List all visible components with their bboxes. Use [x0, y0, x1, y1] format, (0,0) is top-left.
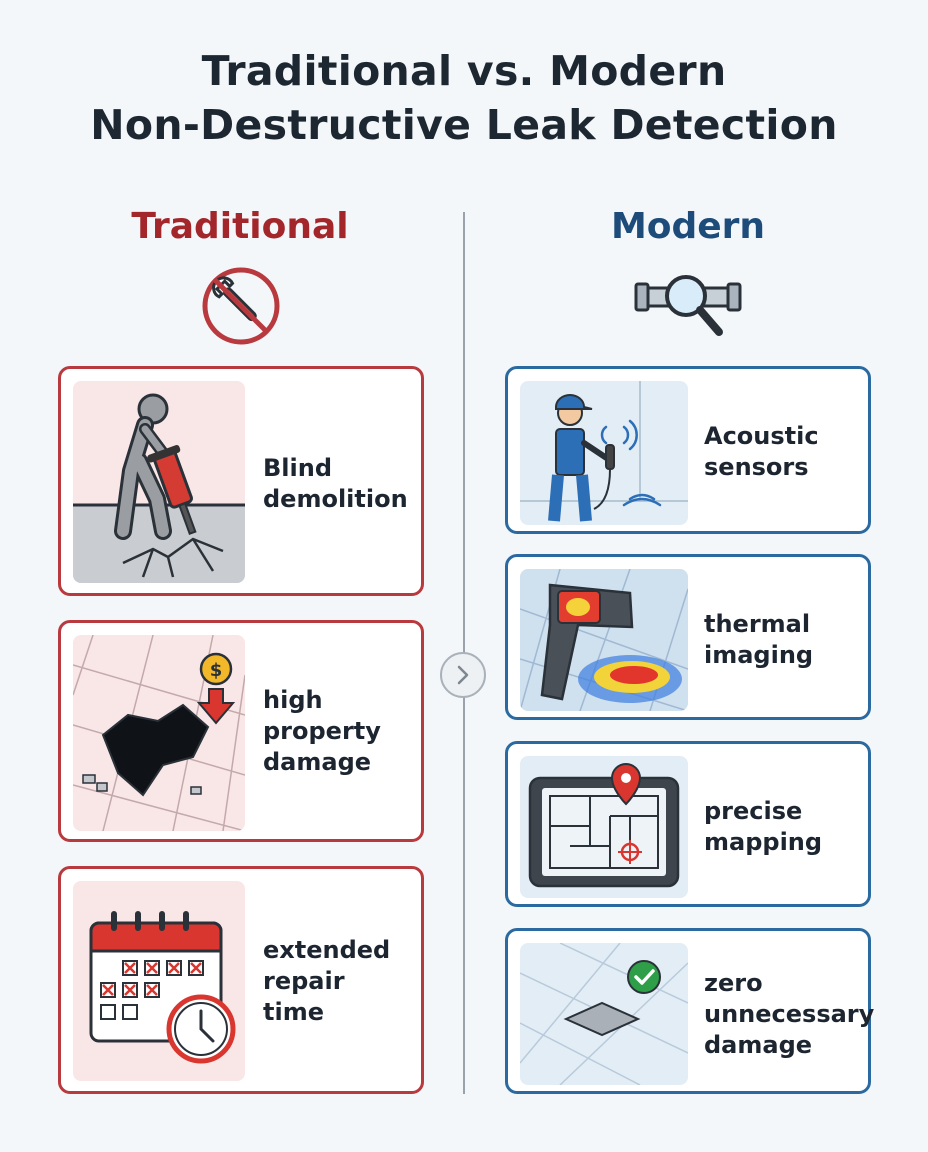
traditional-card-repair-time: extended repair time [58, 866, 424, 1094]
page-title: Traditional vs. Modern Non-Destructive L… [0, 44, 928, 152]
traditional-item-3-label: extended repair time [263, 936, 391, 1026]
modern-card-acoustic-sensors: Acoustic sensors [505, 366, 871, 534]
traditional-heading: Traditional [131, 206, 349, 247]
modern-card-zero-damage: zero unnecessary damage [505, 928, 875, 1094]
modern-heading: Modern [610, 206, 766, 247]
thermal-camera-icon [520, 569, 688, 711]
modern-card-thermal-imaging: thermal imaging [505, 554, 871, 720]
modern-item-1-label: Acoustic sensors [704, 422, 819, 481]
modern-item-3-label: precise mapping [704, 797, 823, 856]
jackhammer-worker-icon [73, 381, 245, 583]
traditional-card-blind-demolition: Blind demolition [58, 366, 424, 596]
modern-item-2-label: thermal imaging [704, 610, 814, 669]
modern-item-4-label: zero unnecessary damage [704, 969, 875, 1059]
traditional-item-1-label: Blind demolition [263, 454, 408, 513]
title-line-1: Traditional vs. Modern [201, 47, 727, 95]
broken-floor-cost-icon: $ [73, 635, 245, 831]
svg-text:$: $ [210, 660, 223, 681]
traditional-card-property-damage: $ high property damage [58, 620, 424, 842]
calendar-clock-icon [73, 881, 245, 1081]
title-line-2: Non-Destructive Leak Detection [90, 101, 838, 149]
traditional-item-2-label: high property damage [263, 686, 381, 776]
acoustic-sensor-worker-icon [520, 381, 688, 525]
tablet-map-pin-icon [520, 756, 688, 898]
check-tile-icon [520, 943, 688, 1085]
pipe-magnifier-icon [634, 268, 744, 344]
modern-card-precise-mapping: precise mapping [505, 741, 871, 907]
next-button[interactable] [440, 652, 486, 698]
no-wrench-icon [197, 266, 285, 346]
chevron-right-icon [454, 664, 472, 686]
